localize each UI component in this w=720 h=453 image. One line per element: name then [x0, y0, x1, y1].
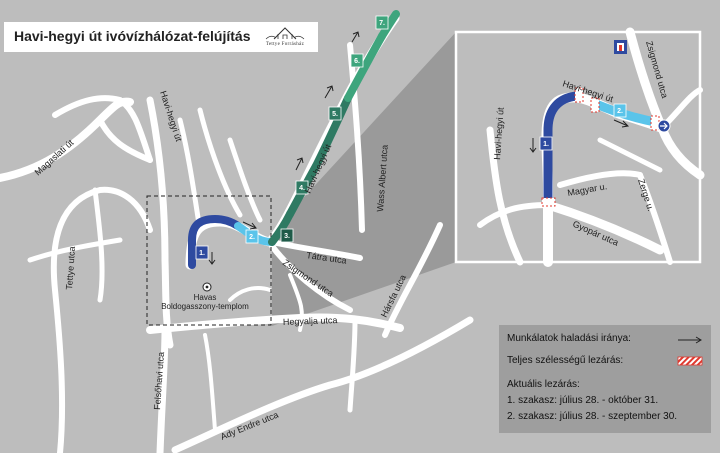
landmark-line1: Havas — [194, 293, 217, 302]
segment-7-line — [378, 10, 400, 40]
segment-badges: 1. 2. 3. 4. 5. 6. 7. — [195, 15, 389, 260]
segment-5-label: 5. — [332, 111, 338, 118]
legend-closure-label: Teljes szélességű lezárás: — [507, 355, 624, 366]
segment-1-label: 1. — [199, 250, 205, 257]
street-hegyalja: Hegyalja utca — [283, 315, 338, 327]
legend-closure-icon — [677, 356, 703, 366]
arrow-right-icon — [613, 119, 630, 128]
inset-map: 1. 2. Havi-hegyi út Havi-hegyi út Zsigmo… — [454, 27, 705, 267]
legend-stage-2: 2. szakasz: július 28. - szeptember 30. — [507, 411, 678, 422]
segment-3-label: 3. — [284, 233, 290, 240]
tettye-forrashaz-logo: Tettye Forrásház — [256, 25, 314, 50]
one-way-sign-icon — [614, 40, 627, 54]
segment-5-line — [312, 94, 352, 170]
legend-direction-label: Munkálatok haladási iránya: — [507, 333, 631, 344]
landmark-line2: Boldogasszony-templom — [161, 302, 249, 311]
street-wass-albert: Wass Albert utca — [375, 144, 390, 212]
title-banner: Havi-hegyi út ivóvízhálózat-felújítás Te… — [4, 22, 318, 52]
inset-segment-2-label: 2. — [617, 108, 623, 115]
street-felsohavi: Felsőhavi utca — [152, 352, 166, 411]
detail-area-frame — [146, 195, 272, 326]
segment-1-line — [188, 214, 242, 269]
arrow-down-icon — [529, 138, 537, 153]
inset-segment-1-line — [543, 91, 577, 202]
direction-arrows — [208, 31, 360, 265]
legend-box: Munkálatok haladási iránya: Teljes széle… — [499, 325, 711, 433]
segment-7-label: 7. — [379, 20, 385, 27]
church-pin-icon — [202, 282, 212, 292]
arrow-right-icon — [242, 221, 257, 230]
legend-stage-1: 1. szakasz: július 28. - október 31. — [507, 395, 659, 406]
logo-text: Tettye Forrásház — [265, 42, 305, 47]
page-title: Havi-hegyi út ivóvízhálózat-felújítás — [14, 28, 251, 44]
house-logo-icon — [265, 27, 305, 40]
street-tettye: Tettye utca — [64, 246, 77, 290]
segment-6-label: 6. — [354, 58, 360, 65]
segment-4-label: 4. — [299, 185, 305, 192]
inset-segment-1-label: 1. — [543, 141, 549, 148]
arrow-up-right-icon — [351, 31, 360, 43]
keep-right-sign-icon — [657, 119, 671, 133]
legend-arrow-icon — [678, 336, 702, 344]
segment-6-line — [344, 32, 386, 102]
inset-street-havi-hegyi-left: Havi-hegyi út — [492, 107, 506, 161]
arrow-down-icon — [208, 252, 216, 265]
segment-2-label: 2. — [249, 234, 255, 241]
arrow-up-right-icon — [295, 157, 304, 171]
legend-current-title: Aktuális lezárás: — [507, 379, 580, 390]
closure-markers — [541, 87, 660, 207]
arrow-up-right-icon — [324, 85, 334, 99]
